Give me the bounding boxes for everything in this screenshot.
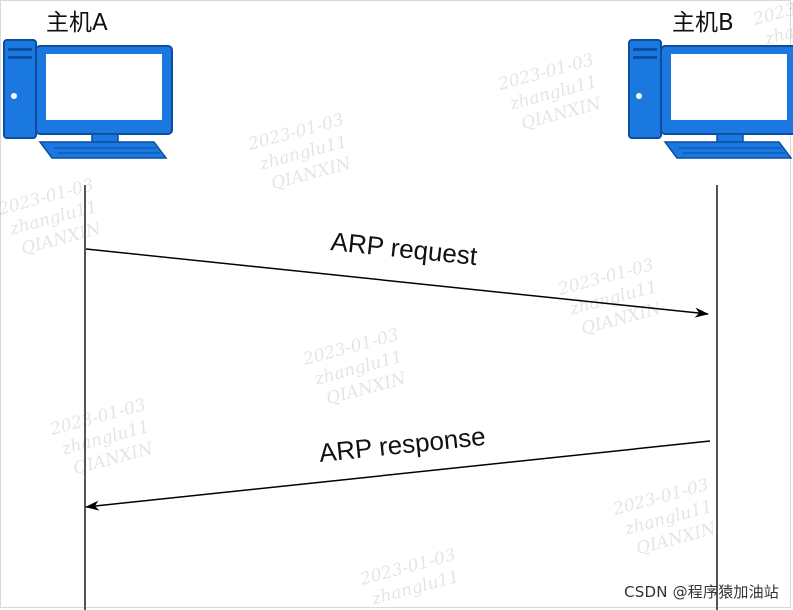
- arp-response-label: ARP response: [318, 421, 487, 468]
- watermark: 2023-01-03 zhanglu11 QIANXIN: [300, 325, 409, 409]
- watermark: 2023-01-03 zhanglu11: [750, 0, 793, 50]
- watermark: 2023-01-03 zhanglu11 QIANXIN: [555, 255, 664, 339]
- arp-request-arrow: [85, 248, 709, 318]
- watermark: 2023-01-03 zhanglu11 QIANXIN: [47, 395, 156, 479]
- watermark: 2023-01-03 zhanglu11 QIANXIN: [245, 110, 354, 194]
- watermark: 2023-01-03 zhanglu11 QIANXIN: [610, 475, 719, 559]
- watermark: 2023-01-03 zhanglu11: [357, 545, 461, 610]
- host-b-label: 主机B: [672, 10, 734, 36]
- host-a: 主机A: [3, 10, 173, 610]
- arp-response-message: ARP response: [85, 421, 711, 511]
- computer-icon: [628, 39, 793, 159]
- arp-response-arrow: [85, 440, 711, 511]
- computer-icon: [3, 39, 173, 159]
- credit-text: CSDN @程序猿加油站: [624, 583, 779, 601]
- watermark: 2023-01-03 zhanglu11 QIANXIN: [495, 50, 604, 134]
- host-b: 主机B: [628, 10, 793, 610]
- arp-request-label: ARP request: [329, 226, 479, 271]
- host-a-label: 主机A: [46, 10, 108, 36]
